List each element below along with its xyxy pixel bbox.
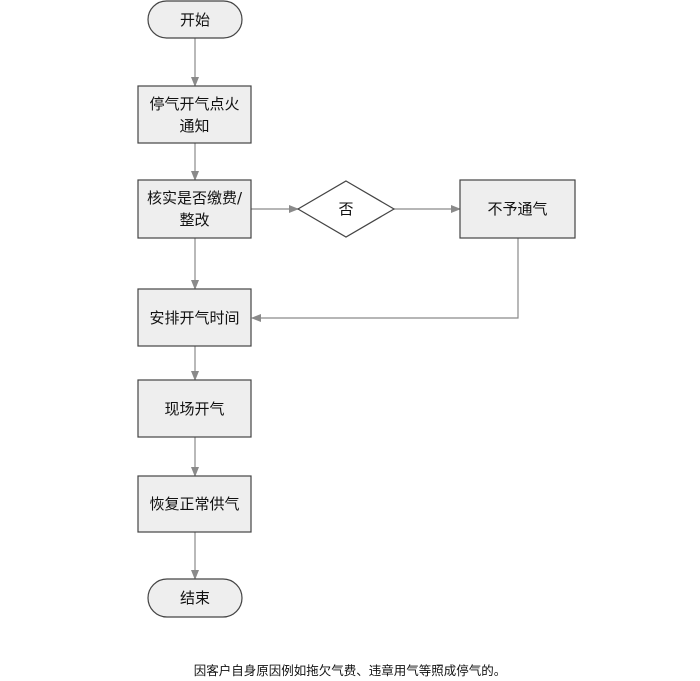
start-label: 开始 — [179, 10, 210, 29]
verify-label: 核实是否缴费/ 整改 — [146, 189, 243, 229]
notify-label: 停气开气点火 通知 — [149, 94, 240, 135]
schedule-label: 安排开气时间 — [149, 308, 240, 327]
restore-box — [137, 475, 252, 533]
decision-label: 否 — [338, 200, 354, 218]
arrow-deny-to-schedule — [251, 238, 519, 322]
verify-box — [137, 179, 252, 239]
notify-box — [137, 85, 252, 144]
figure-caption: 因客户自身原因例如拖欠气费、违章用气等照成停气的。 — [193, 663, 507, 678]
end-label: 结束 — [179, 589, 210, 607]
onsite-box — [137, 379, 252, 438]
schedule-box — [137, 288, 252, 347]
end-terminal — [147, 578, 243, 618]
restore-label: 恢复正常供气 — [149, 495, 240, 513]
deny-box — [459, 179, 576, 239]
deny-label: 不予通气 — [487, 200, 548, 218]
start-terminal — [147, 0, 243, 39]
onsite-label: 现场开气 — [164, 399, 225, 418]
decision-diamond — [296, 180, 396, 238]
